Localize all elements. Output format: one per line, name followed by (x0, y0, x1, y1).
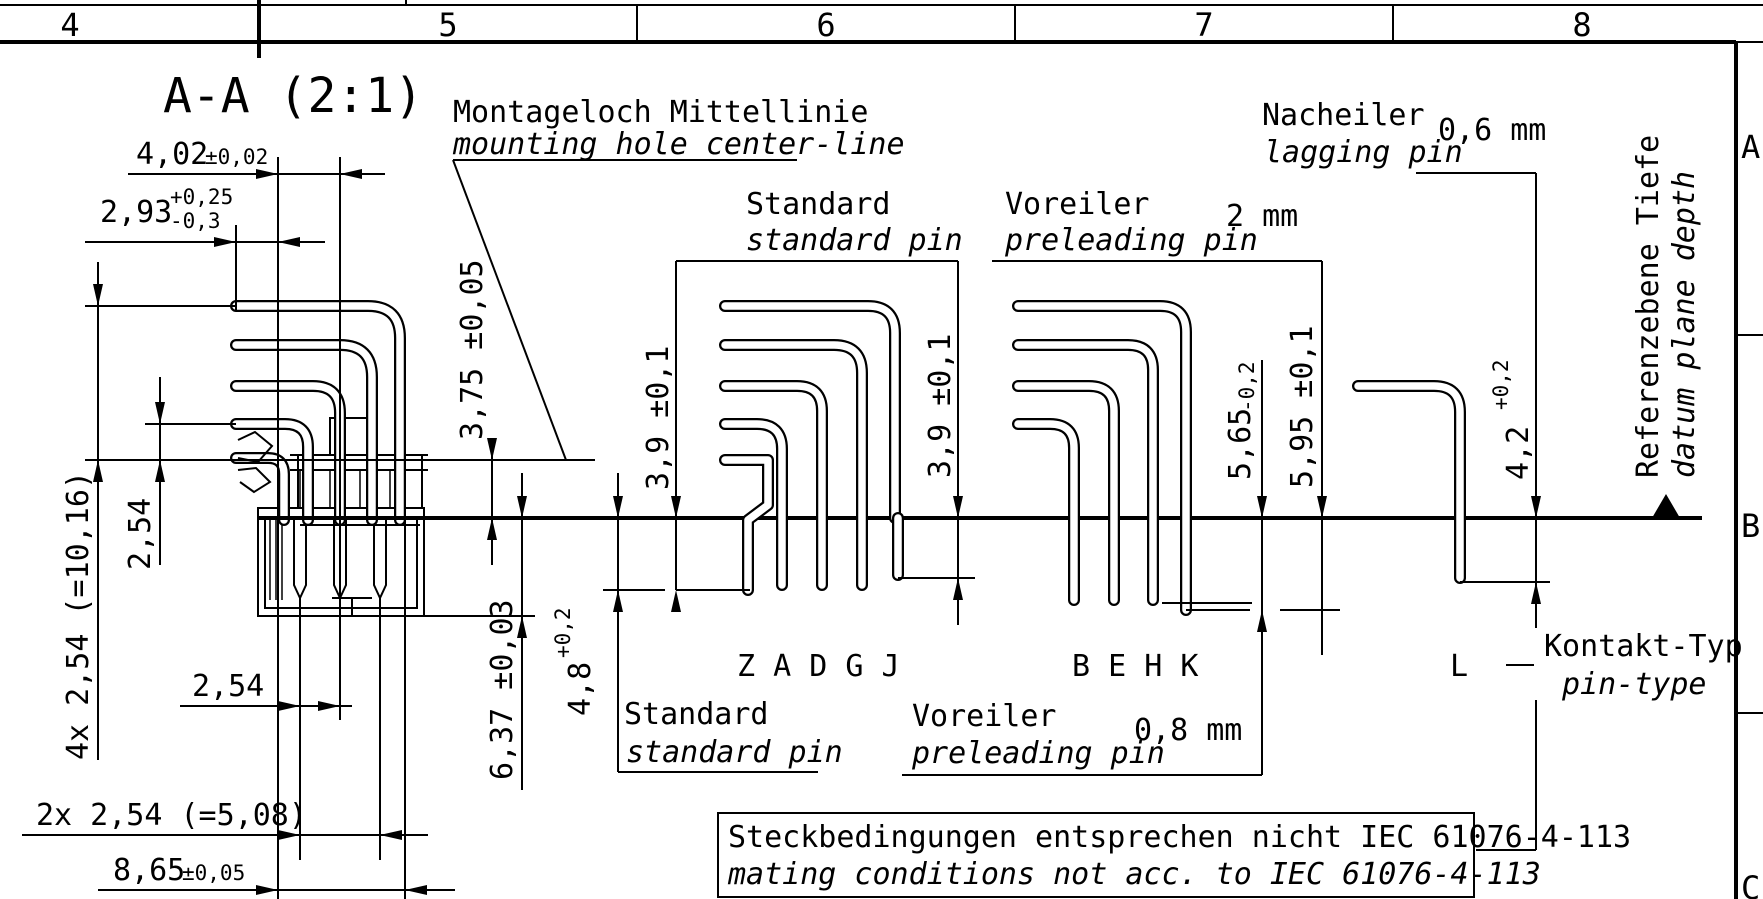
dim-4-02: 4,02 (136, 137, 208, 172)
standard-pin-group (671, 260, 975, 625)
zone-label-b: B (1741, 507, 1760, 545)
dim-4x-2-54: 4x 2,54 (=10,16) (61, 471, 96, 760)
dim-3-75: 3,75 ±0,05 (455, 259, 490, 440)
dim-4-02-tol: ±0,02 (205, 145, 268, 169)
preleading-pin-group (902, 260, 1340, 776)
dim-4-8: 4,8 (563, 662, 598, 716)
reference-plane-en: datum plane depth (1667, 171, 1702, 478)
dim-2-93: 2,93 (100, 195, 172, 230)
zone-label-c: C (1741, 869, 1760, 899)
pin-group-standard-letters: Z A D G J (737, 649, 900, 684)
zone-label-8: 8 (1572, 6, 1591, 44)
section-title: A-A (2:1) (163, 68, 423, 124)
dim-2-54-vertical: 2,54 (123, 498, 158, 570)
pin-group-preleading-letters: B E H K (1072, 649, 1198, 684)
zone-label-7: 7 (1194, 6, 1213, 44)
dim-2-93-tol-up: +0,25 (170, 185, 233, 209)
dim-4-2: 4,2 (1501, 426, 1536, 480)
mating-note-de: Steckbedingungen entsprechen nicht IEC 6… (728, 820, 1631, 855)
dim-6-37: 6,37 ±0,03 (485, 599, 520, 780)
dim-2-54-horizontal: 2,54 (192, 669, 264, 704)
lagging-pin (1352, 172, 1550, 851)
center-dimensions (424, 438, 818, 790)
lagging-pin-en: lagging pin (1264, 135, 1463, 170)
dim-8-65-tol: ±0,05 (182, 861, 245, 885)
zone-label-5: 5 (438, 6, 457, 44)
zone-label-a: A (1741, 128, 1760, 166)
dim-5-95: 5,95 ±0,1 (1285, 325, 1320, 488)
dim-4-8-tol: +0,2 (551, 607, 575, 658)
zone-label-6: 6 (816, 6, 835, 44)
zone-label-4: 4 (60, 6, 79, 44)
standard-pin-top-de: Standard (746, 187, 891, 222)
preleading-pin-top-value: 2 mm (1226, 199, 1298, 234)
dim-3-9-left: 3,9 ±0,1 (641, 346, 676, 491)
preleading-pin-bottom-en: preleading pin (911, 736, 1165, 771)
left-dimensions (22, 157, 455, 899)
mating-note-en: mating conditions not acc. to IEC 61076-… (727, 857, 1541, 892)
leader-mounting-hole (452, 159, 567, 461)
dim-5-65-tol: -0,2 (1235, 361, 1259, 412)
datum-triangle-icon (1652, 494, 1680, 518)
preleading-pin-bottom-value: 0,8 mm (1134, 713, 1242, 748)
mating-note-box (717, 812, 1475, 898)
standard-pin-top-en: standard pin (746, 223, 963, 258)
standard-pin-bottom-en: standard pin (626, 735, 843, 770)
dim-4-2-tol: +0,2 (1489, 359, 1513, 410)
dim-8-65: 8,65 (113, 853, 185, 888)
dim-3-9-right: 3,9 ±0,1 (923, 334, 958, 479)
lagging-pin-value: 0,6 mm (1438, 113, 1546, 148)
lagging-pin-de: Nacheiler (1262, 98, 1425, 133)
preleading-pin-top-en: preleading pin (1004, 223, 1258, 258)
dim-2x-2-54: 2x 2,54 (=5,08) (36, 798, 307, 833)
dim-2-93-tol-low: -0,3 (170, 209, 221, 233)
contact-type-en: pin-type (1561, 667, 1707, 702)
standard-pin-bottom-de: Standard (624, 697, 769, 732)
pin-group-lagging-letter: L (1450, 649, 1468, 684)
preleading-pin-bottom-de: Voreiler (912, 699, 1057, 734)
mounting-hole-label-en: mounting hole center-line (452, 127, 905, 162)
dim-5-65: 5,65 (1223, 408, 1258, 480)
contact-type-de: Kontakt-Typ (1544, 629, 1743, 664)
preleading-pin-top-de: Voreiler (1005, 187, 1150, 222)
mounting-hole-label-de: Montageloch Mittellinie (453, 95, 868, 130)
reference-plane-de: Referenzebene Tiefe (1631, 135, 1666, 478)
